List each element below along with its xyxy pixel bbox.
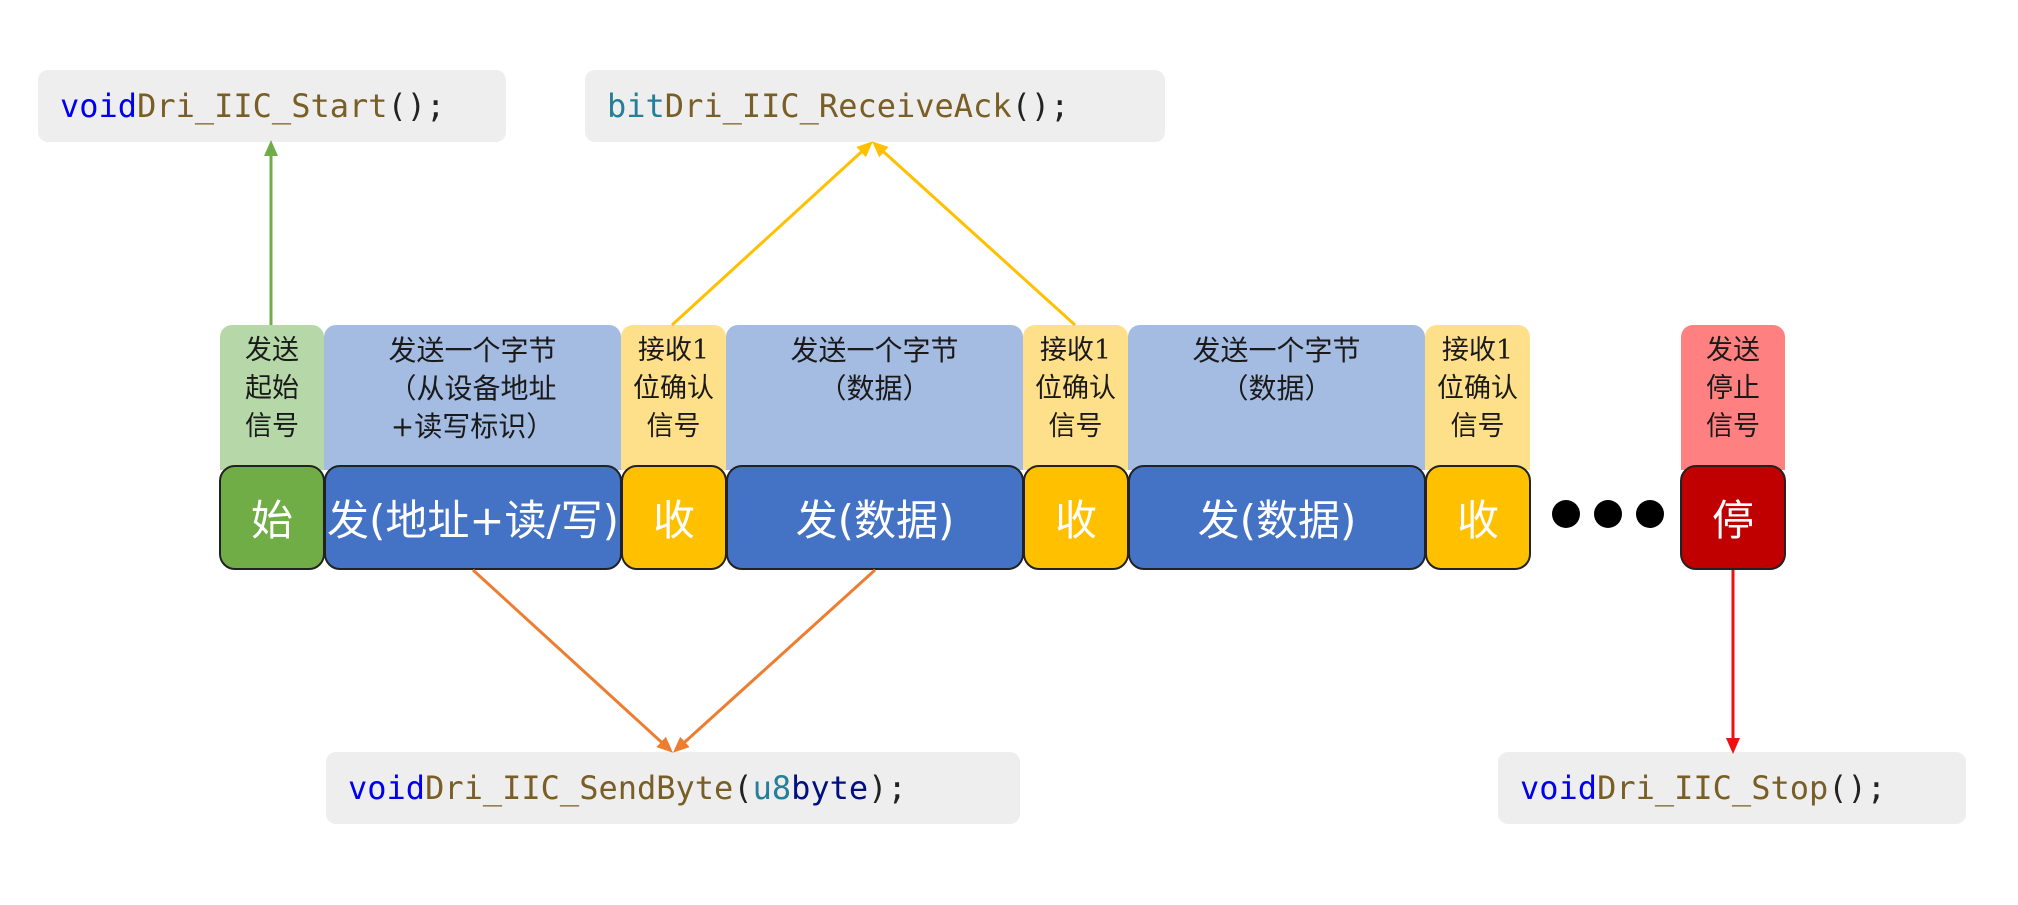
punctuation: (); — [387, 87, 446, 125]
label-send-data-1: 发送一个字节 （数据） — [726, 325, 1023, 470]
code-send-byte: void Dri_IIC_SendByte(u8 byte); — [326, 752, 1020, 824]
punctuation: (); — [1828, 769, 1887, 807]
code-receive-ack: bit Dri_IIC_ReceiveAck(); — [585, 70, 1165, 142]
punctuation: ( — [733, 769, 753, 807]
punctuation: (); — [1011, 87, 1070, 125]
label-send-data-2: 发送一个字节 （数据） — [1128, 325, 1425, 470]
label-receive-ack-2: 接收1 位确认 信号 — [1023, 325, 1128, 470]
return-type: void — [1520, 769, 1598, 807]
arrow-send-address-to-code — [471, 568, 673, 753]
box-receive-ack-1: 收 — [621, 465, 727, 570]
box-send-data-1: 发(数据) — [726, 465, 1024, 570]
box-receive-ack-3: 收 — [1425, 465, 1531, 570]
arrow-send-data-to-code — [673, 568, 877, 753]
param-type: u8 — [752, 769, 792, 807]
label-receive-ack-1: 接收1 位确认 信号 — [621, 325, 726, 470]
return-type: void — [348, 769, 426, 807]
label-send-address: 发送一个字节 （从设备地址 +读写标识） — [324, 325, 621, 470]
function-name: Dri_IIC_SendByte — [425, 769, 734, 807]
label-stop-signal: 发送 停止 信号 — [1681, 325, 1785, 470]
arrow-ack1-to-code — [670, 141, 873, 327]
arrow-ack2-to-code — [872, 141, 1077, 327]
ellipsis-dot — [1636, 500, 1664, 528]
label-start-signal: 发送 起始 信号 — [220, 325, 324, 470]
function-name: Dri_IIC_Start — [137, 87, 388, 125]
code-start: void Dri_IIC_Start(); — [38, 70, 506, 142]
punctuation: ); — [868, 769, 907, 807]
function-name: Dri_IIC_ReceiveAck — [664, 87, 1012, 125]
return-type: bit — [607, 87, 665, 125]
function-name: Dri_IIC_Stop — [1597, 769, 1829, 807]
box-stop: 停 — [1680, 465, 1786, 570]
param-name: byte — [791, 769, 869, 807]
code-stop: void Dri_IIC_Stop(); — [1498, 752, 1966, 824]
label-receive-ack-3: 接收1 位确认 信号 — [1425, 325, 1530, 470]
ellipsis-dot — [1594, 500, 1622, 528]
ellipsis-dot — [1552, 500, 1580, 528]
box-receive-ack-2: 收 — [1023, 465, 1129, 570]
box-send-data-2: 发(数据) — [1128, 465, 1426, 570]
box-send-address: 发(地址+读/写) — [324, 465, 622, 570]
box-start: 始 — [219, 465, 325, 570]
return-type: void — [60, 87, 138, 125]
